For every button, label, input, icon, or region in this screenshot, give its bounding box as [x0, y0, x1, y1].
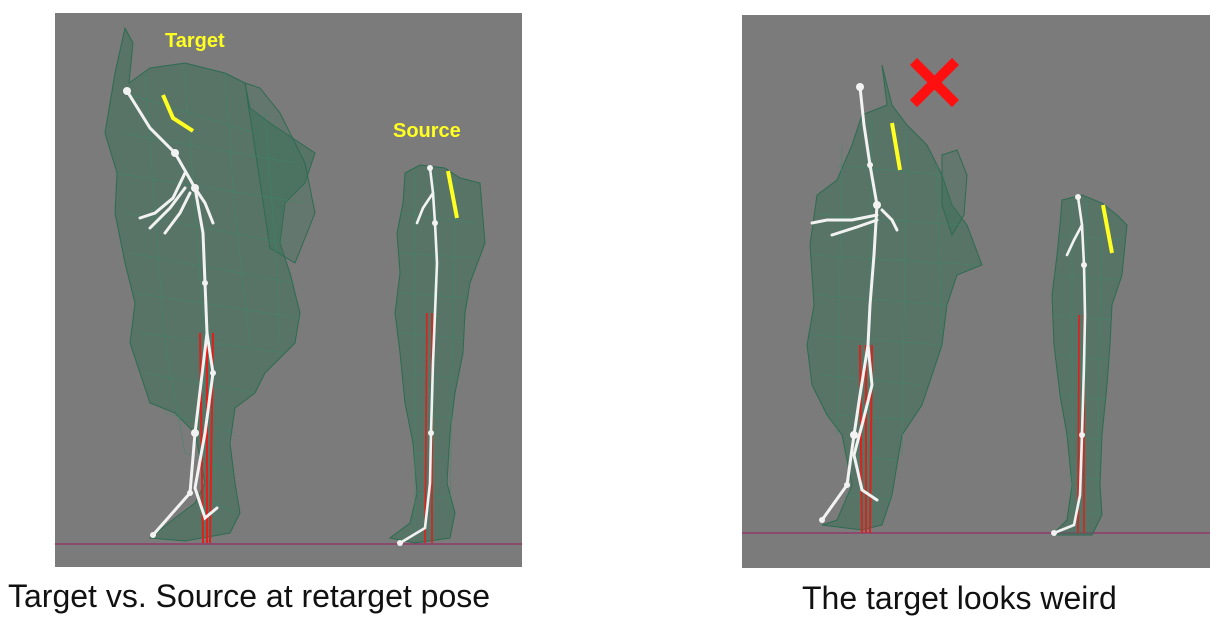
target-joints [819, 83, 881, 523]
source-mesh [1050, 194, 1128, 536]
target-skeleton [125, 89, 219, 537]
viewport-right [742, 15, 1210, 568]
source-joints [1051, 194, 1087, 536]
source-head-highlight [446, 170, 459, 219]
viewport-left: Target Source [55, 13, 522, 567]
red-x-icon [909, 57, 960, 108]
left-scene [55, 26, 522, 546]
target-label: Target [165, 30, 225, 52]
source-joints [397, 165, 438, 546]
caption-right: The target looks weird [802, 580, 1117, 616]
right-scene [742, 57, 1210, 536]
target-head-highlight [890, 122, 902, 171]
source-label: Source [393, 120, 461, 142]
source-head-highlight [1101, 204, 1114, 254]
target-head-highlight [161, 94, 195, 133]
source-skeleton [1052, 195, 1087, 535]
target-mesh [806, 64, 983, 531]
target-mesh [104, 26, 316, 542]
caption-left: Target vs. Source at retarget pose [8, 578, 491, 614]
source-skeleton [398, 166, 439, 545]
target-joints [123, 87, 216, 538]
target-mesh-lines [114, 67, 306, 514]
source-mesh [388, 164, 486, 544]
